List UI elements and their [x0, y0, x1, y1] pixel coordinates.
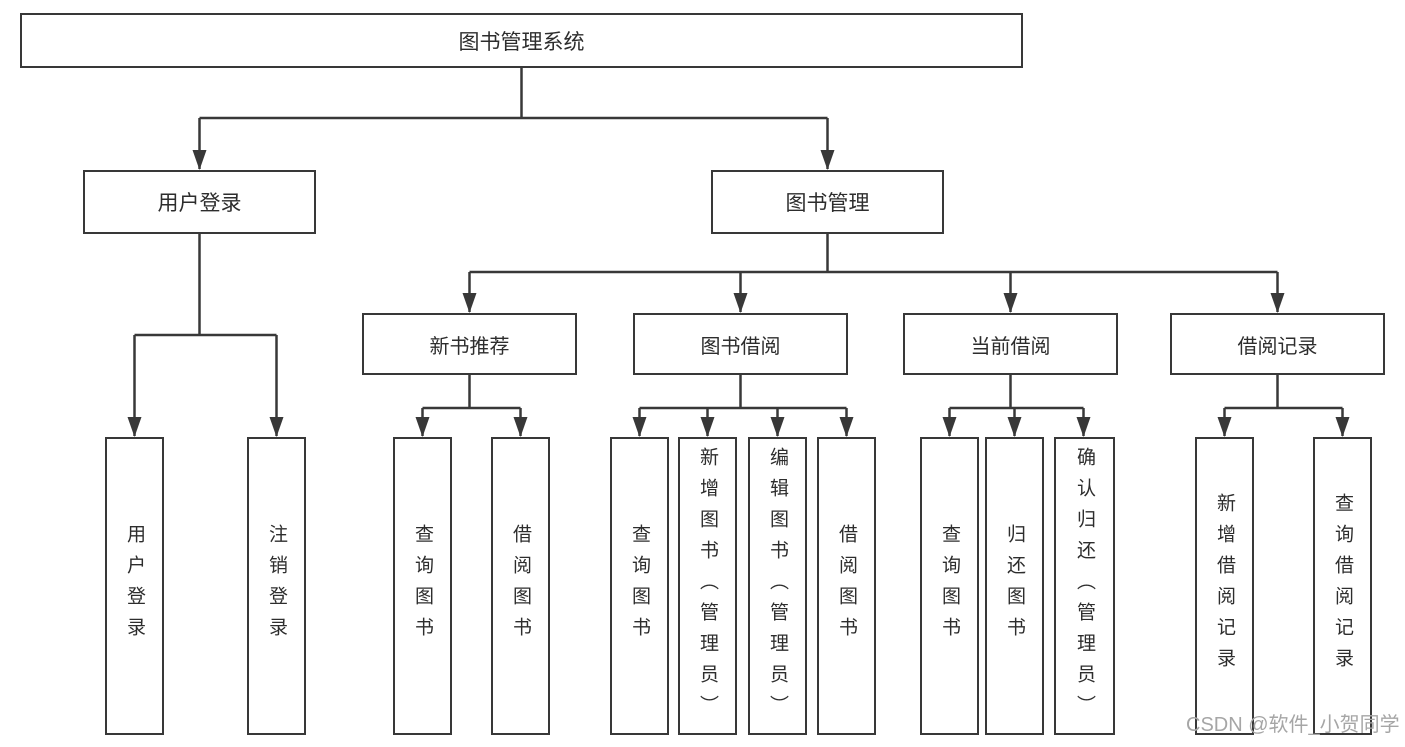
leaf-add-borrow-record: 新增借阅记录 [1195, 437, 1254, 735]
node-root-label: 图书管理系统 [458, 30, 585, 54]
connector-book-borrow-to-leaves [632, 373, 854, 437]
node-current-borrow: 当前借阅 [903, 313, 1118, 375]
node-book-management-label: 图书管理 [785, 192, 870, 215]
csdn-watermark: CSDN @软件_小贺同学 [1186, 714, 1400, 736]
leaf-logout-label: 注销登录 [266, 524, 287, 648]
leaf-add-books-admin-label: 新增图书（管理员） [697, 446, 718, 726]
leaf-add-books-admin: 新增图书（管理员） [678, 437, 737, 735]
connector-borrow-records-to-leaves [1217, 373, 1350, 437]
connector-new-book-recommend-to-leaves [415, 373, 528, 437]
node-new-book-recommend: 新书推荐 [362, 313, 577, 375]
leaf-edit-books-admin-label: 编辑图书（管理员） [767, 446, 788, 726]
connector-current-borrow-to-leaves [942, 373, 1091, 437]
leaf-add-borrow-record-label: 新增借阅记录 [1214, 493, 1235, 679]
node-new-book-recommend-label: 新书推荐 [429, 335, 510, 358]
leaf-user-login-label: 用户登录 [124, 524, 145, 648]
node-user-login: 用户登录 [83, 170, 316, 234]
leaf-query-books-current-label: 查询图书 [939, 524, 960, 648]
leaf-query-books-recommend-label: 查询图书 [412, 524, 433, 648]
leaf-borrow-books: 借阅图书 [817, 437, 876, 735]
leaf-query-borrow-record-label: 查询借阅记录 [1332, 493, 1353, 679]
node-borrow-records-label: 借阅记录 [1237, 335, 1318, 358]
node-book-borrow: 图书借阅 [633, 313, 848, 375]
node-user-login-label: 用户登录 [157, 192, 242, 215]
node-borrow-records: 借阅记录 [1170, 313, 1385, 375]
connector-user-login-to-leaves [127, 232, 284, 437]
leaf-query-books-borrow-label: 查询图书 [629, 524, 650, 648]
leaf-borrow-books-recommend-label: 借阅图书 [510, 524, 531, 648]
leaf-query-books-recommend: 查询图书 [393, 437, 452, 735]
leaf-confirm-return-admin: 确认归还（管理员） [1054, 437, 1115, 735]
leaf-borrow-books-recommend: 借阅图书 [491, 437, 550, 735]
node-current-borrow-label: 当前借阅 [970, 335, 1051, 358]
connector-book-management-to-level3 [462, 232, 1285, 313]
leaf-return-books-label: 归还图书 [1004, 524, 1025, 648]
node-book-borrow-label: 图书借阅 [700, 335, 781, 358]
leaf-borrow-books-label: 借阅图书 [836, 524, 857, 648]
leaf-user-login: 用户登录 [105, 437, 164, 735]
leaf-query-books-current: 查询图书 [920, 437, 979, 735]
leaf-return-books: 归还图书 [985, 437, 1044, 735]
leaf-query-books-borrow: 查询图书 [610, 437, 669, 735]
connector-root-to-level2 [192, 66, 835, 170]
leaf-query-borrow-record: 查询借阅记录 [1313, 437, 1372, 735]
leaf-logout: 注销登录 [247, 437, 306, 735]
node-root: 图书管理系统 [20, 13, 1023, 68]
leaf-edit-books-admin: 编辑图书（管理员） [748, 437, 807, 735]
leaf-confirm-return-admin-label: 确认归还（管理员） [1074, 446, 1095, 726]
node-book-management: 图书管理 [711, 170, 944, 234]
